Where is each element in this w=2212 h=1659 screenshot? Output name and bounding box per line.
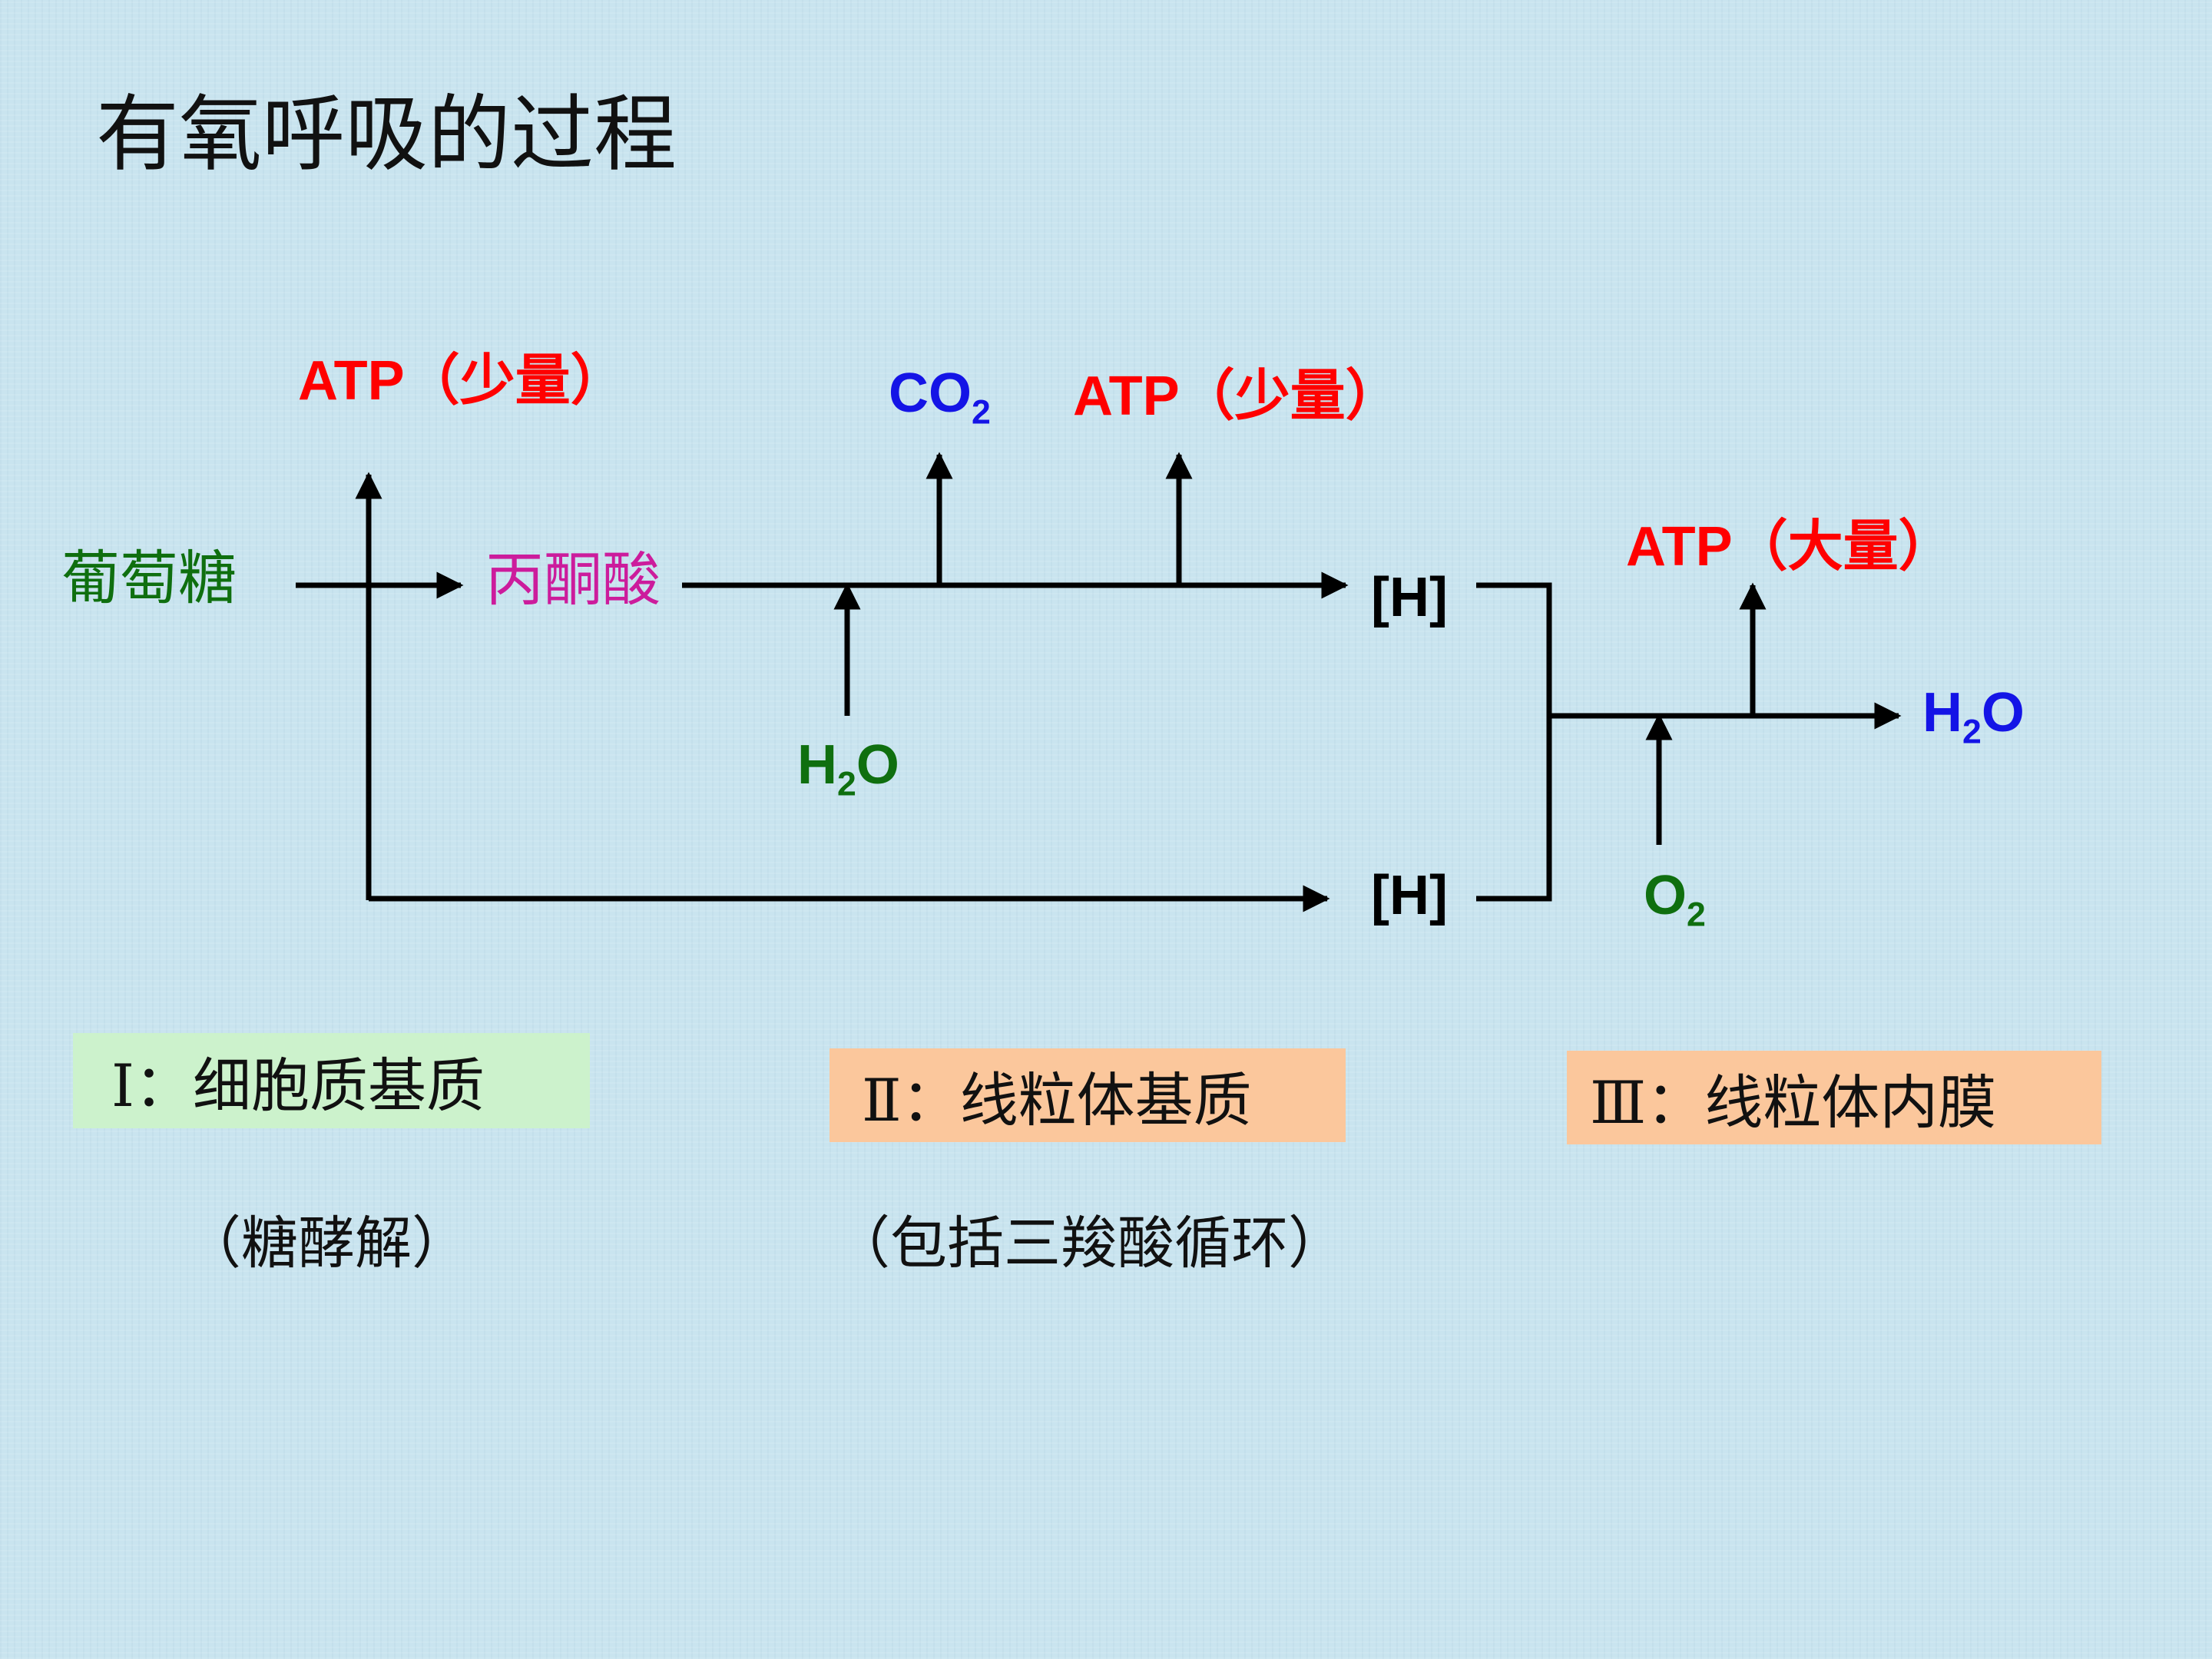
stage-1-label: Ⅰ：细胞质基质: [111, 1051, 485, 1120]
water-input-o: O: [856, 734, 899, 796]
stage-1-note: （糖酵解）: [184, 1210, 469, 1277]
stage-2-note: （包括三羧酸循环）: [833, 1210, 1345, 1277]
co2-main: CO: [889, 363, 972, 424]
stage-2-box: Ⅱ：线粒体基质: [830, 1048, 1346, 1142]
atp-small-label-2: ATP（少量）: [1073, 366, 1401, 427]
water-output-subscript: 2: [1962, 713, 1982, 751]
water-output-h: H: [1922, 682, 1962, 743]
oxygen-main: O: [1644, 865, 1687, 926]
bracket-h-combine: [1476, 582, 1552, 902]
stage-1-box: Ⅰ：细胞质基质: [73, 1033, 590, 1128]
water-input-h: H: [797, 734, 837, 796]
h-top-label: [H]: [1371, 567, 1448, 628]
stage-2-label: Ⅱ：线粒体基质: [862, 1066, 1252, 1134]
stage-3-label: Ⅲ：线粒体内膜: [1590, 1068, 1997, 1137]
atp-small-label-1: ATP（少量）: [298, 350, 626, 412]
stage-3-box: Ⅲ：线粒体内膜: [1567, 1051, 2101, 1144]
water-input-label: H2O: [797, 734, 899, 801]
water-output-label: H2O: [1922, 682, 2025, 749]
oxygen-subscript: 2: [1687, 896, 1706, 934]
co2-label: CO2: [889, 363, 991, 429]
oxygen-label: O2: [1644, 865, 1706, 932]
water-input-subscript: 2: [837, 765, 856, 803]
atp-large-label: ATP（大量）: [1626, 516, 1954, 578]
water-output-o: O: [1981, 682, 2025, 743]
pyruvate-label: 丙酮酸: [485, 545, 661, 614]
co2-subscript: 2: [972, 393, 991, 432]
glucose-label: 葡萄糖: [61, 544, 237, 612]
h-bottom-label: [H]: [1371, 865, 1448, 926]
page-title: 有氧呼吸的过程: [96, 87, 677, 183]
